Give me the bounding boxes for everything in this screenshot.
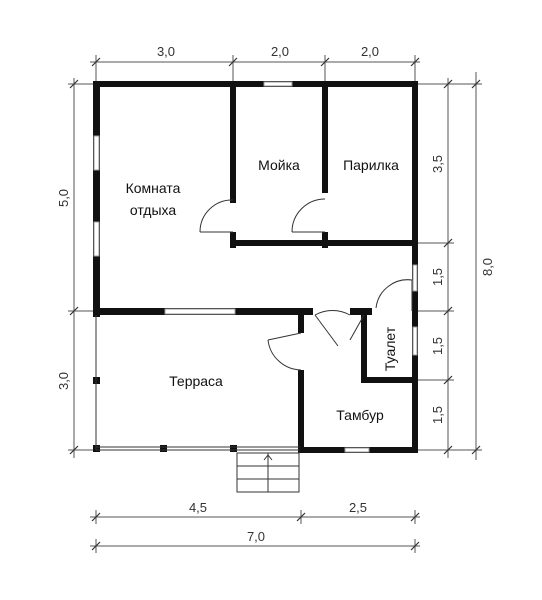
window-toilet [412,326,418,356]
dim-left-2: 3,0 [56,372,71,390]
dim-right-2: 1,5 [430,268,445,286]
dim-top-3: 2,0 [361,44,379,59]
dim-bottom-total: 7,0 [247,529,265,544]
wall-vestibule-left-top [298,315,304,333]
right-total-dimension: 8,0 [454,72,495,460]
doors [199,198,413,371]
dim-top-1: 3,0 [157,44,175,59]
terrace-outline [95,315,300,451]
room-label-rest-line2: отдыха [130,202,177,218]
room-label-washroom: Мойка [258,157,300,173]
window-corridor [412,264,418,292]
door-terrace-vestibule [267,332,302,341]
window-vestibule [344,447,370,453]
room-label-terrace: Терраса [169,373,223,389]
room-labels: Комната отдыха Мойка Парилка Терраса Там… [126,157,400,423]
door-vestibule-hall [314,314,339,347]
window-rest-upper [93,135,100,171]
wall-rest-wash-upper [230,81,236,203]
dim-right-3: 1,5 [430,337,445,355]
dim-right-total: 8,0 [480,258,495,276]
window-rest-lower [93,221,100,257]
dim-right-4: 1,5 [430,406,445,424]
wall-wash-steam-upper [322,81,328,193]
dim-bottom-1: 4,5 [189,500,207,515]
bottom-dimension-chain: 4,5 2,5 7,0 [90,500,420,553]
right-dimension-chain: 3,5 1,5 1,5 1,5 [415,78,454,458]
room-label-toilet: Туалет [382,326,398,371]
window-rest-terrace [164,308,236,315]
room-label-steam-room: Парилка [343,157,399,173]
wall-left-upper [93,81,100,317]
wall-top [93,81,418,87]
window-washroom [263,81,293,87]
entrance-steps [236,452,300,493]
room-label-vestibule: Тамбур [336,407,384,423]
left-dimension-chain: 5,0 3,0 [56,78,96,458]
wall-vestibule-left [298,370,304,453]
wall-toilet-bottom [361,377,418,383]
wall-corridor-right [350,308,372,315]
walls [93,81,418,453]
windows [93,81,418,453]
dim-right-1: 3,5 [430,155,445,173]
dim-left-1: 5,0 [56,189,71,207]
terrace-post [160,445,167,452]
dim-bottom-2: 2,5 [349,500,367,515]
top-dimension-chain: 3,0 2,0 2,0 [90,44,420,84]
wall-toilet-left [361,315,367,383]
room-label-rest-line1: Комната [126,180,181,196]
wall-sauna-bottom [230,240,418,246]
door-toilet [349,314,365,341]
dim-top-2: 2,0 [271,44,289,59]
terrace-post [230,445,237,452]
